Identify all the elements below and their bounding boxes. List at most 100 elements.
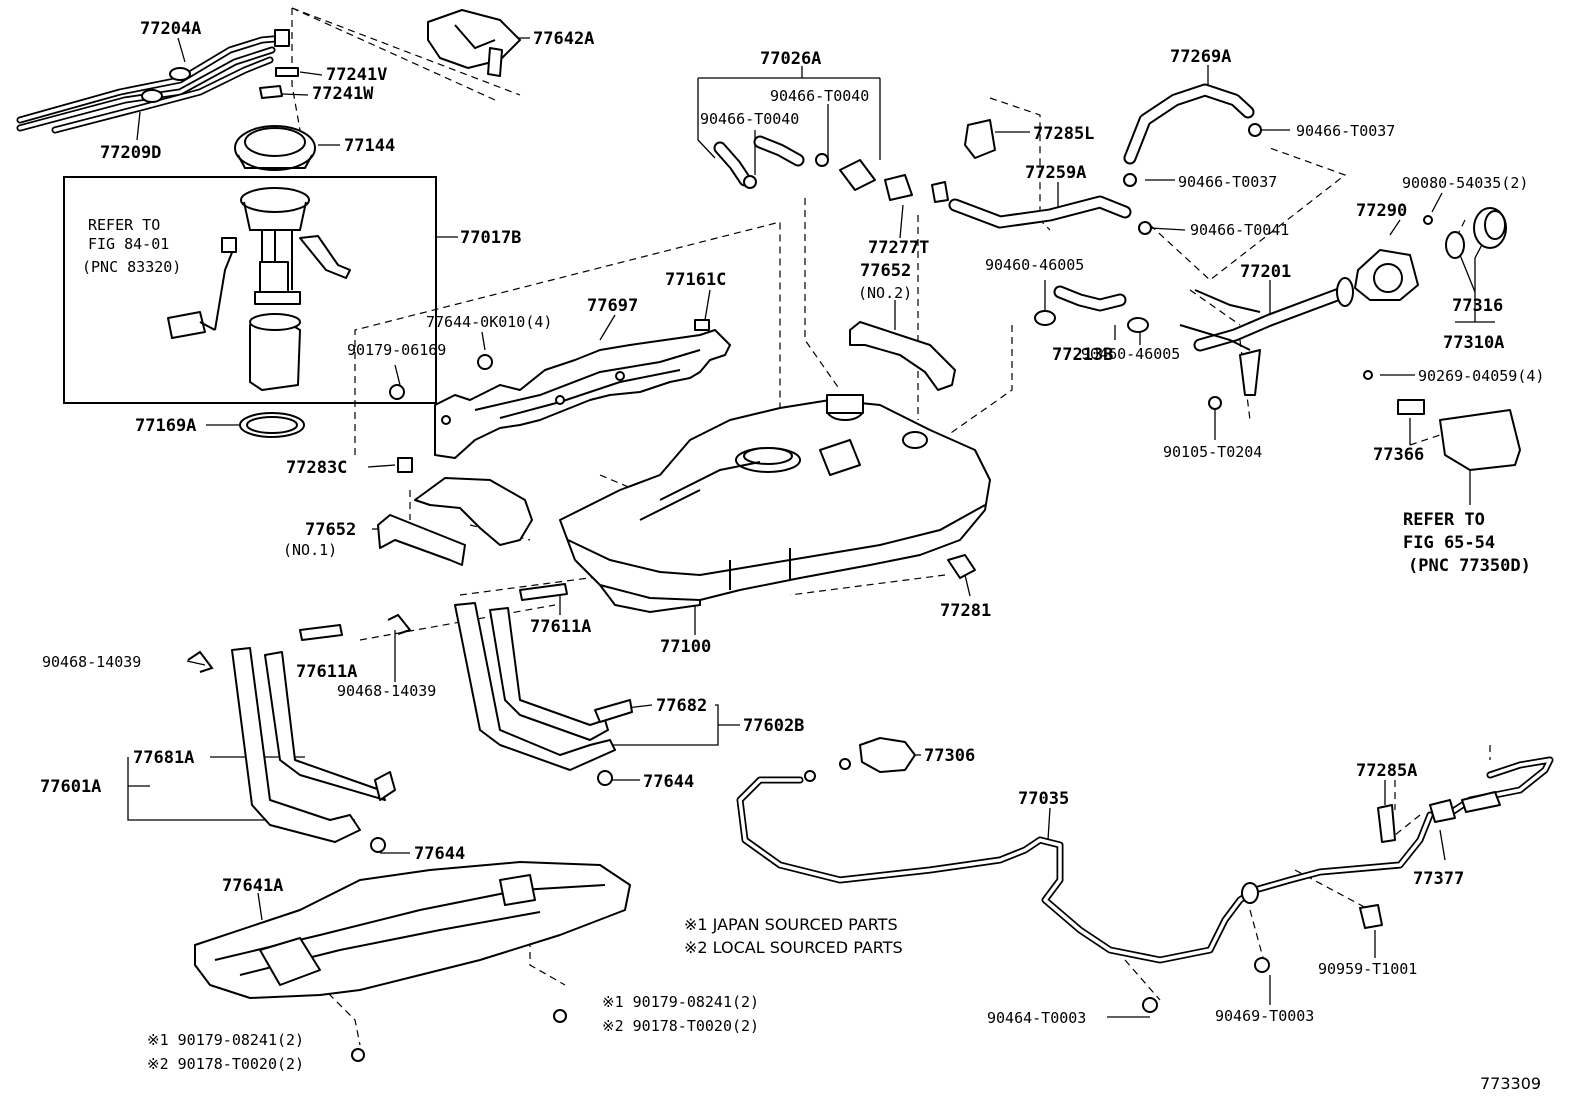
bolt-77611A	[299, 624, 343, 641]
label-90179-06169: 90179-06169	[347, 341, 446, 359]
bolt-77644	[370, 837, 386, 853]
strap-77601A	[231, 647, 396, 843]
protector-77652-no2	[849, 321, 956, 391]
nut-77644-0K010	[477, 354, 493, 370]
label-fig-65-54: FIG 65-54	[1403, 533, 1495, 553]
label-90460-46005-b: 90460-46005	[1081, 345, 1180, 363]
label-90466-T0041: 90466-T0041	[1190, 221, 1289, 239]
label-77377: 77377	[1413, 869, 1464, 889]
label-77281: 77281	[940, 601, 991, 621]
label-90466-T0037-a: 90466-T0037	[1296, 122, 1395, 140]
bolt-90179-08241	[553, 1009, 567, 1023]
filler-housing-77290	[1354, 249, 1419, 301]
label-no2: (NO.2)	[858, 284, 912, 302]
fuel-tube-77204A	[16, 34, 289, 132]
pump-assembly-box-77017B	[63, 176, 437, 404]
clip-90466-T0037	[1248, 123, 1262, 137]
gasket-77316	[1445, 231, 1465, 259]
label-90460-46005-a: 90460-46005	[985, 256, 1084, 274]
label-90105-T0204: 90105-T0204	[1163, 443, 1262, 461]
label-77209D: 77209D	[100, 143, 161, 163]
label-77697: 77697	[587, 296, 638, 316]
label-77144: 77144	[344, 136, 395, 156]
gasket-inner	[246, 416, 298, 434]
label-77241W: 77241W	[312, 84, 374, 104]
bolt-90179-06169	[389, 384, 405, 400]
clamp-77285L	[964, 119, 996, 159]
fuel-pump-assembly	[167, 187, 351, 391]
label-refer-to-1: REFER TO	[88, 216, 160, 234]
label-77201: 77201	[1240, 262, 1291, 282]
screw-90080-54035	[1423, 215, 1433, 225]
label-77035: 77035	[1018, 789, 1069, 809]
clip-90468-14039	[187, 650, 214, 673]
label-77310A: 77310A	[1443, 333, 1504, 353]
clip-77241W	[259, 85, 283, 99]
label-77259A: 77259A	[1025, 163, 1086, 183]
label-90959-T1001: 90959-T1001	[1318, 960, 1417, 978]
label-77652-no1: 77652	[305, 520, 356, 540]
clip-90466-T0037	[1123, 173, 1137, 187]
label-77285A: 77285A	[1356, 761, 1417, 781]
bolt-77611A	[519, 583, 568, 601]
label-77026A: 77026A	[760, 49, 821, 69]
clamp-90460-46005	[1034, 310, 1056, 326]
fuel-tube-77209D	[51, 56, 274, 134]
label-77241V: 77241V	[326, 65, 387, 85]
fuel-lid	[1439, 409, 1521, 471]
label-bolt-japan-right: ※1 90179-08241(2)	[602, 993, 759, 1011]
label-77277T: 77277T	[868, 238, 929, 258]
label-77602B: 77602B	[743, 716, 804, 736]
strap-77602B	[454, 602, 633, 771]
clip-90959-T1001	[1359, 904, 1383, 929]
label-fig-84-01: FIG 84-01	[88, 235, 169, 253]
label-90468-14039-b: 90468-14039	[337, 682, 436, 700]
label-no1: (NO.1)	[283, 541, 337, 559]
hose-77026A	[713, 135, 949, 203]
note-local-sourced: ※2 LOCAL SOURCED PARTS	[684, 938, 903, 957]
tube-clamp	[141, 89, 163, 103]
label-77644-a: 77644	[643, 772, 694, 792]
filler-pipe-77201	[1179, 277, 1354, 396]
label-bolt-japan-left: ※1 90179-08241(2)	[147, 1031, 304, 1049]
label-77290: 77290	[1356, 201, 1407, 221]
label-77316: 77316	[1452, 296, 1503, 316]
bracket-77306	[859, 737, 916, 773]
label-77100: 77100	[660, 637, 711, 657]
label-90080-54035: 90080-54035(2)	[1402, 174, 1528, 192]
label-77611A-b: 77611A	[296, 662, 357, 682]
label-90464-T0003: 90464-T0003	[987, 1009, 1086, 1027]
clip-77281	[947, 554, 976, 579]
label-77306: 77306	[924, 746, 975, 766]
bolt-90105-T0204	[1208, 396, 1222, 410]
label-pnc-77350d: (PNC 77350D)	[1408, 556, 1531, 576]
protector-77697	[434, 329, 731, 459]
label-77601A: 77601A	[40, 777, 101, 797]
label-77611A-a: 77611A	[530, 617, 591, 637]
label-77642A: 77642A	[533, 29, 594, 49]
label-90466-T0040-a: 90466-T0040	[770, 87, 869, 105]
label-90466-T0037-b: 90466-T0037	[1178, 173, 1277, 191]
figure-id: 773309	[1480, 1074, 1541, 1093]
connector-77377-b	[1461, 791, 1501, 813]
label-77644-b: 77644	[414, 844, 465, 864]
label-77213B: 77213B	[1052, 345, 1113, 365]
clip-77161C	[694, 319, 710, 331]
clamp-90460-46005	[1127, 317, 1149, 333]
under-cover-77641A	[194, 861, 631, 999]
label-90469-T0003: 90469-T0003	[1215, 1007, 1314, 1025]
label-90269-04059: 90269-04059(4)	[1418, 367, 1544, 385]
hinge-77366	[1397, 399, 1425, 415]
fuel-tank-77100	[559, 394, 991, 614]
label-77681A: 77681A	[133, 748, 194, 768]
label-77285L: 77285L	[1033, 124, 1094, 144]
label-90468-14039-a: 90468-14039	[42, 653, 141, 671]
label-77269A: 77269A	[1170, 47, 1231, 67]
clip-77241V	[275, 67, 299, 77]
label-77204A: 77204A	[140, 19, 201, 39]
protector-77652-no1	[377, 477, 533, 566]
hose-77269A	[1123, 83, 1255, 165]
label-77169A: 77169A	[135, 416, 196, 436]
hose-77213B	[1053, 285, 1127, 312]
